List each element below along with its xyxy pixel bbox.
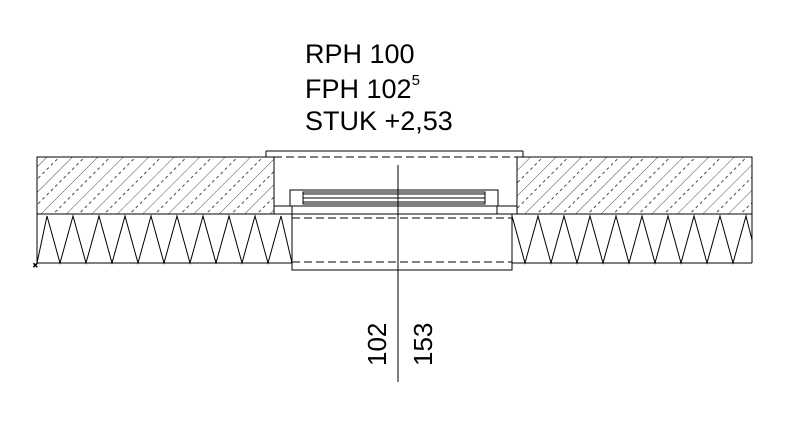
fph-label: FPH 1025 [305,72,420,104]
rph-label: RPH 100 [305,39,415,69]
insulation-zigzag-right [511,214,753,265]
hatched-wall-left [36,156,275,215]
corner-mark: × [33,261,38,270]
sill-block-left [273,205,293,215]
lower-frame-box [291,213,513,271]
fph-label-superscript: 5 [412,72,420,89]
insulation-layer: × [33,213,753,271]
sill-block-right [496,205,518,215]
fph-label-base: FPH 102 [305,74,412,104]
dimension-label-left: 102 [362,323,392,366]
dimension-label-right: 153 [408,323,438,366]
insulation-zigzag-left [36,214,293,265]
sash-inner [302,191,486,205]
stuk-label: STUK +2,53 [305,106,453,136]
top-wall-layer [36,156,753,215]
sash-outer [289,189,499,207]
window-frame [265,150,524,271]
hatched-wall-right [516,156,753,215]
